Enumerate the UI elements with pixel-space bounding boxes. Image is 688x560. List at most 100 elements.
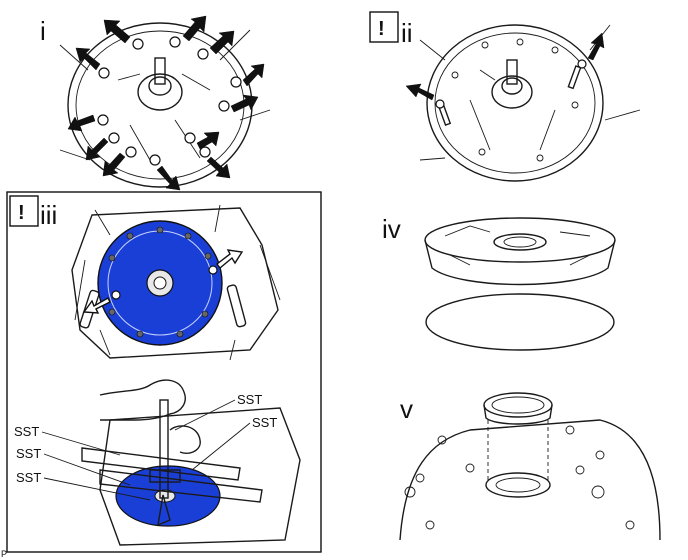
leader-line xyxy=(43,453,131,486)
leader-line xyxy=(41,431,121,456)
bolt-icon xyxy=(197,48,209,60)
oil-seal-side xyxy=(483,404,553,425)
arrow-icon xyxy=(85,137,109,161)
panel-ii-label: ii xyxy=(401,18,413,48)
boss xyxy=(591,485,605,499)
seal-bore-inner xyxy=(495,477,541,493)
housing-bosses-v xyxy=(404,425,635,530)
hub-inner xyxy=(148,76,172,96)
housing-lines-iii xyxy=(74,204,281,361)
bolt-icon xyxy=(108,254,116,262)
boss xyxy=(437,435,447,445)
bolt-icon xyxy=(132,38,144,50)
bolt-icon xyxy=(184,132,196,144)
hand-icon xyxy=(99,379,186,421)
plate-ribs-ii xyxy=(469,69,556,151)
bolt-group-i xyxy=(97,36,242,166)
arrow-icon xyxy=(82,297,111,314)
sst-clamp xyxy=(149,469,181,483)
arrow-icon xyxy=(103,19,131,44)
arrow-icon xyxy=(209,30,235,55)
bolt-icon xyxy=(218,100,230,112)
bolt-icon xyxy=(136,330,144,338)
warning-icon xyxy=(369,11,399,43)
bolt-hole xyxy=(451,71,459,79)
warning-icon-glyph: ! xyxy=(378,18,385,40)
arrow-icon xyxy=(206,156,231,179)
oil-pump-plate-inner-ii xyxy=(434,32,596,174)
boss xyxy=(465,463,475,473)
hub-outer-ii xyxy=(491,75,533,109)
hub-outer xyxy=(137,73,183,111)
oil-pump-body xyxy=(424,239,616,286)
leader-line xyxy=(191,422,251,471)
bolt-icon xyxy=(184,232,192,240)
bolt-hole xyxy=(571,101,579,109)
bolt-icon xyxy=(208,265,218,275)
bolt-icon xyxy=(204,252,212,260)
bolt-hole xyxy=(481,41,489,49)
warning-icon-glyph: ! xyxy=(18,202,25,224)
bolt-icon xyxy=(126,232,134,240)
bolt-hole xyxy=(478,148,486,156)
bolt-icon xyxy=(201,310,209,318)
sst-label: SST xyxy=(252,415,277,430)
boss xyxy=(575,465,585,475)
bolt-icon xyxy=(435,99,445,109)
oil-pump-bore-inner xyxy=(503,236,537,248)
hub-center-iii xyxy=(153,276,167,290)
boss xyxy=(625,520,635,530)
bolt-icon xyxy=(169,36,181,48)
arrow-icon xyxy=(182,15,207,42)
sst-bar-lower xyxy=(99,469,263,503)
arrow-icon xyxy=(405,83,435,101)
warning-icon xyxy=(9,195,39,227)
arrow-icon xyxy=(242,63,265,87)
transaxle-case-upper xyxy=(71,207,279,359)
hand-icon xyxy=(169,425,201,454)
oil-pump-bore xyxy=(493,233,547,251)
plate-ribs-i xyxy=(117,73,211,161)
o-ring xyxy=(425,293,615,351)
sst-label: SST xyxy=(16,470,41,485)
sst-label: SST xyxy=(237,392,262,407)
bolt-icon xyxy=(199,146,211,158)
oil-seal-inner xyxy=(491,396,545,414)
bolt-icon xyxy=(108,308,116,316)
hub-inner-ii xyxy=(501,77,523,95)
oil-pump-plate-outer-ii xyxy=(426,24,604,182)
leader-line xyxy=(43,477,151,501)
panel-iv: iv xyxy=(382,214,616,351)
panel-ii: ! ii xyxy=(369,11,641,182)
oil-pump-top-rim xyxy=(424,217,616,263)
oil-pump-details xyxy=(444,225,591,266)
bolt-hole xyxy=(551,46,559,54)
arrow-icon xyxy=(196,131,220,150)
housing-lines-i xyxy=(59,29,271,161)
leader-line xyxy=(174,399,236,431)
bolt-icon xyxy=(125,146,137,158)
guide-pin-right xyxy=(567,65,582,90)
bolt-icon xyxy=(176,330,184,338)
plate-bolts-iii xyxy=(108,226,212,338)
bolt-icon xyxy=(577,59,587,69)
arrow-icon xyxy=(156,165,181,191)
figure-code: P xyxy=(1,549,7,559)
panel-iii-label: iii xyxy=(40,200,57,230)
arrow-icon xyxy=(587,32,605,61)
input-shaft-ii xyxy=(506,59,518,85)
boss xyxy=(425,520,435,530)
boss xyxy=(415,473,425,483)
input-shaft xyxy=(154,57,166,85)
seal-bore xyxy=(485,472,551,498)
sst-label: SST xyxy=(14,424,39,439)
bolt-icon xyxy=(156,226,164,234)
sst-hook xyxy=(157,494,171,527)
bolt-icon xyxy=(108,132,120,144)
bolt-icon xyxy=(149,154,161,166)
housing-lines-ii xyxy=(419,24,641,161)
guide-rod-right xyxy=(226,284,247,328)
boss xyxy=(595,450,605,460)
arrow-icon xyxy=(75,47,101,71)
sst-bar-upper xyxy=(81,447,241,481)
